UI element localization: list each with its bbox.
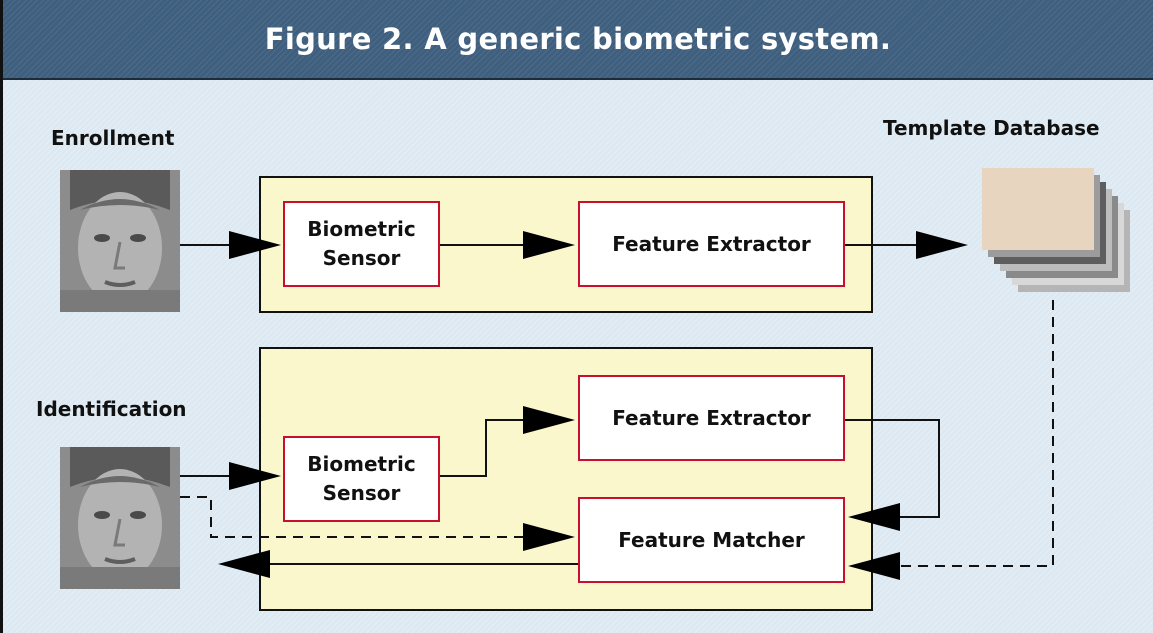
feature-matcher-box: Feature Matcher	[578, 497, 845, 583]
identification-label: Identification	[36, 397, 187, 421]
template-database-label: Template Database	[883, 116, 1100, 140]
enrollment-face-photo	[60, 170, 180, 312]
database-stack-icon	[982, 168, 1130, 292]
enrollment-label: Enrollment	[51, 126, 175, 150]
enrollment-feature-extractor-box: Feature Extractor	[578, 201, 845, 287]
identification-face-photo	[60, 447, 180, 589]
figure-title: Figure 2. A generic biometric system.	[3, 0, 1153, 80]
identification-feature-extractor-box: Feature Extractor	[578, 375, 845, 461]
